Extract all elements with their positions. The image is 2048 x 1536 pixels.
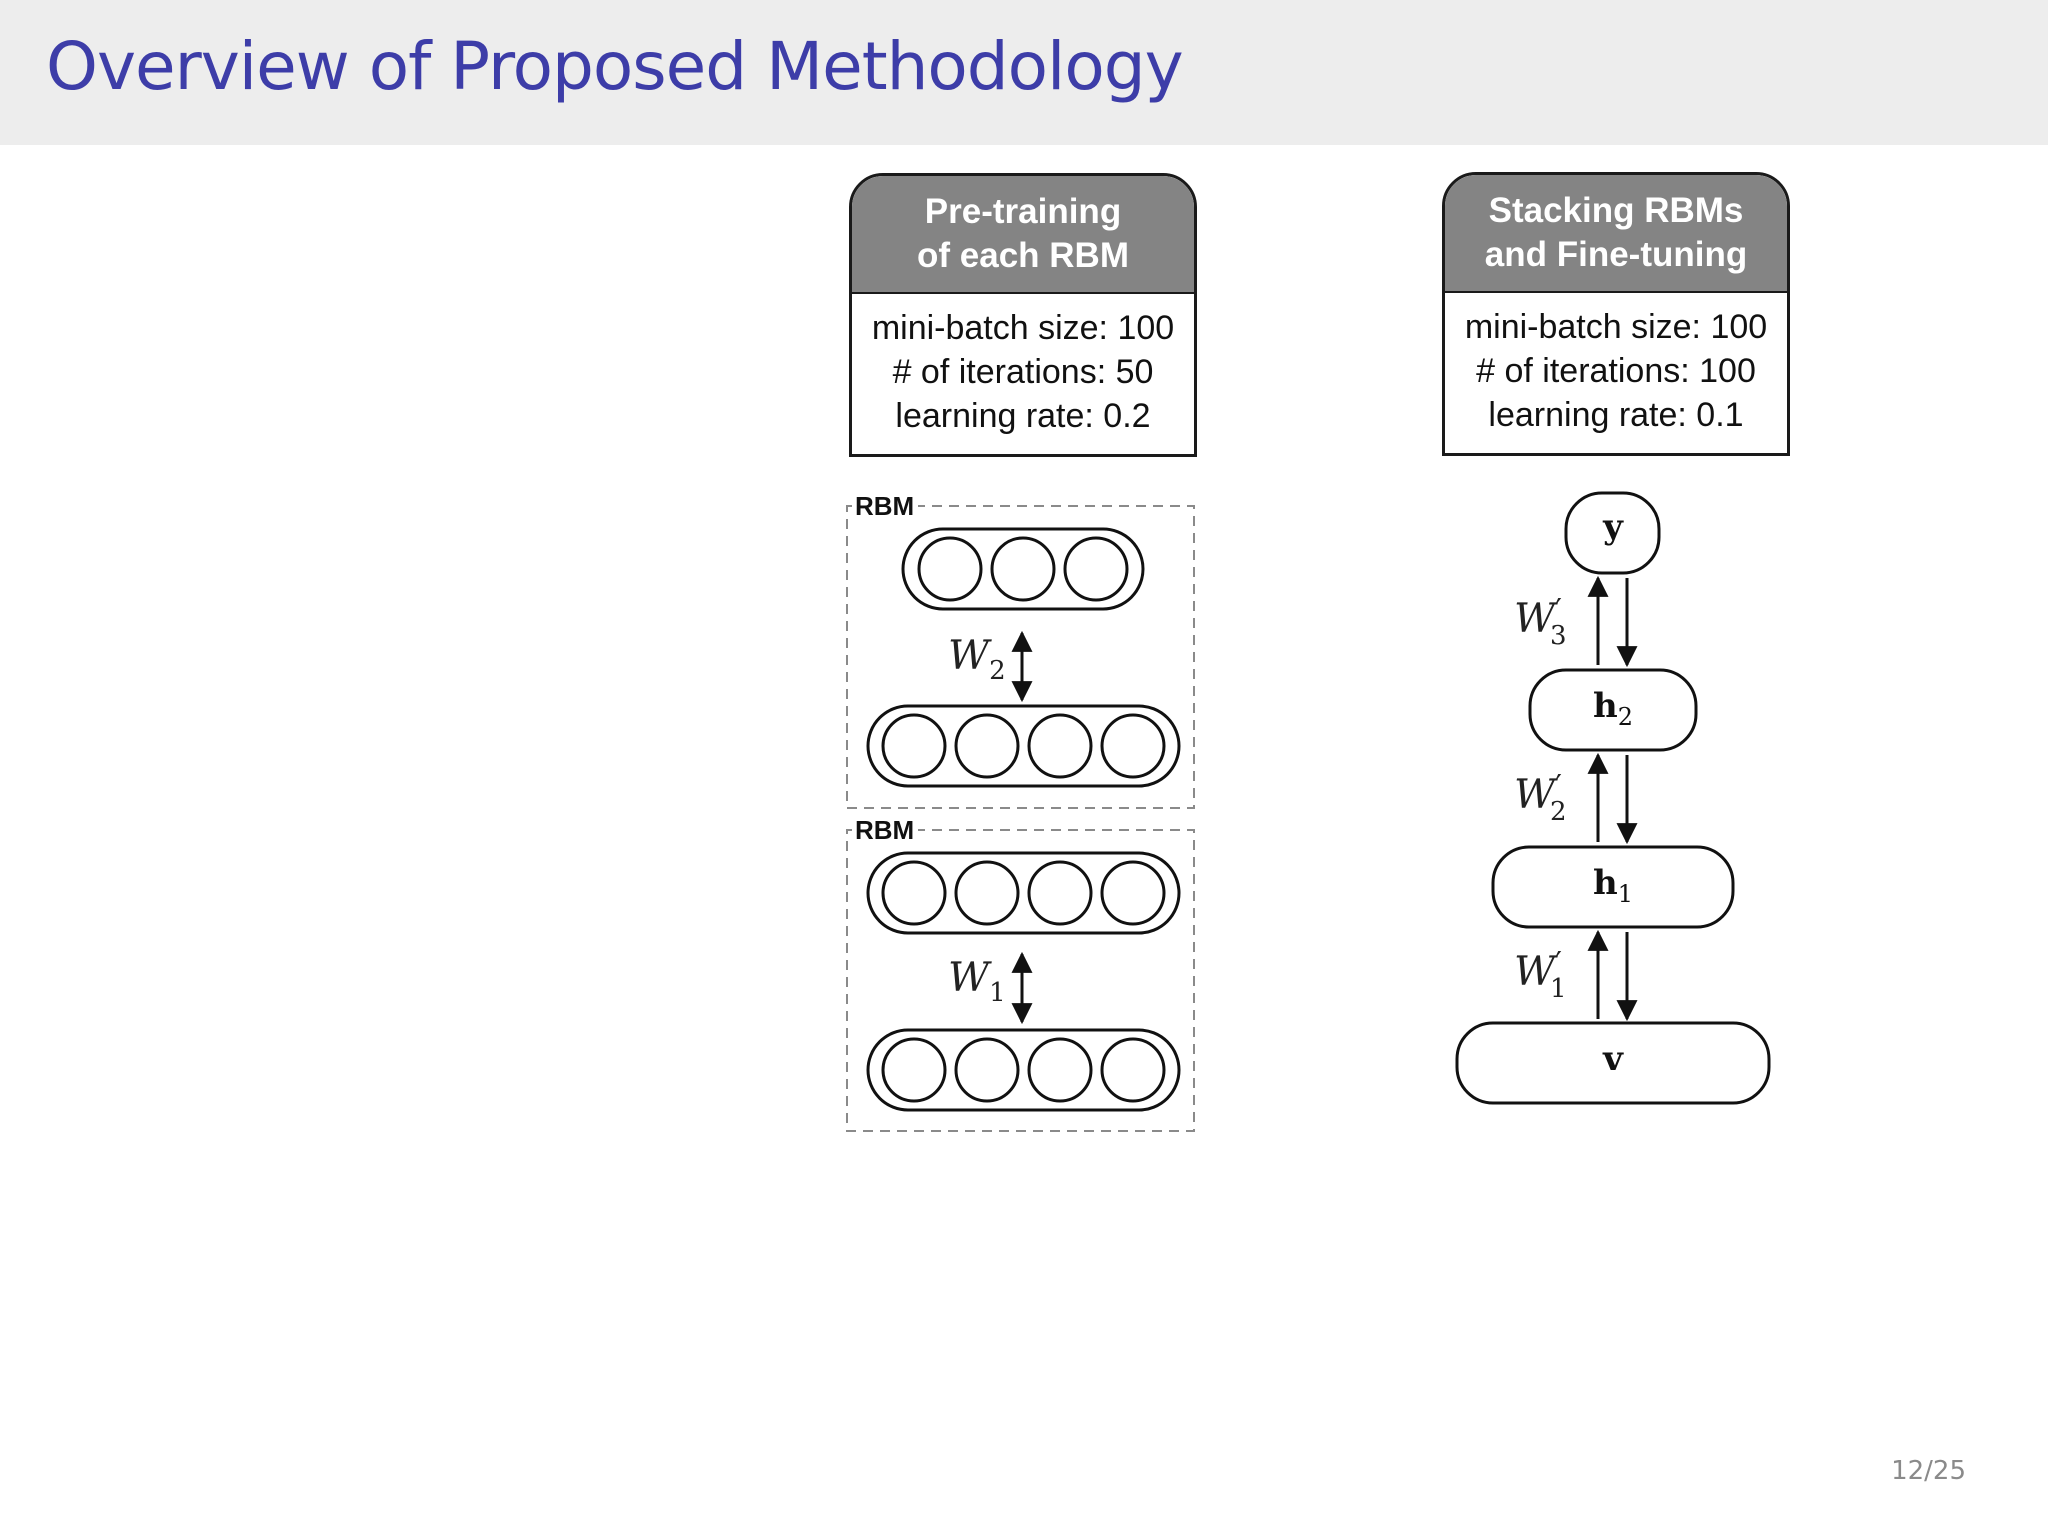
pretraining-title-line1: Pre-training bbox=[924, 192, 1122, 231]
lower-rbm-label-bg bbox=[852, 814, 918, 844]
page-number: 12/25 bbox=[1891, 1456, 1966, 1486]
neuron bbox=[1027, 713, 1093, 779]
hidden-node-h2-box bbox=[1528, 668, 1698, 752]
upper-rbm-label: RBM bbox=[855, 491, 914, 521]
rbm1-bottom-layer-pill bbox=[866, 1028, 1181, 1112]
w3-prime-weight-label: W′3 bbox=[1514, 593, 1566, 651]
finetuning-batch-size: mini-batch size: 100 bbox=[1464, 308, 1768, 346]
neuron bbox=[1027, 1037, 1093, 1103]
hidden-node-h2: h2 bbox=[1528, 668, 1698, 752]
visible-node-v: v bbox=[1455, 1021, 1771, 1105]
hidden-node-h1-box bbox=[1491, 845, 1735, 929]
neuron bbox=[881, 1037, 947, 1103]
w1-prime-weight-label: W′1 bbox=[1514, 946, 1566, 1004]
w1-weight-label: W1 bbox=[948, 955, 1006, 1008]
rbm1-top-layer bbox=[866, 851, 1181, 935]
neuron bbox=[881, 860, 947, 926]
finetuning-box-params: mini-batch size: 100 # of iterations: 10… bbox=[1445, 293, 1787, 453]
rbm2-top-layer bbox=[901, 527, 1145, 611]
visible-node-box bbox=[1455, 1021, 1771, 1105]
neuron bbox=[881, 713, 947, 779]
neuron bbox=[954, 860, 1020, 926]
neuron bbox=[1100, 1037, 1166, 1103]
neuron bbox=[1027, 860, 1093, 926]
pretraining-learning-rate: learning rate: 0.2 bbox=[895, 397, 1151, 435]
w2-prime-weight-label: W′2 bbox=[1514, 769, 1566, 827]
upper-rbm-label-bg bbox=[852, 490, 918, 520]
hidden-node-h2-label: h2 bbox=[1593, 686, 1633, 731]
slide-title: Overview of Proposed Methodology bbox=[46, 28, 1184, 105]
neuron bbox=[1100, 860, 1166, 926]
dbn-stack: y W′3 h2 W′2 h1 W′1 bbox=[1455, 491, 1771, 1105]
neuron bbox=[954, 713, 1020, 779]
neuron bbox=[917, 536, 983, 602]
finetuning-title-line1: Stacking RBMs bbox=[1488, 191, 1744, 230]
w2-weight-label: W2 bbox=[948, 633, 1006, 686]
visible-node-label: v bbox=[1602, 1039, 1624, 1079]
pretraining-title-line2: of each RBM bbox=[917, 236, 1129, 275]
pretraining-box-params: mini-batch size: 100 # of iterations: 50… bbox=[852, 294, 1194, 454]
rbm2-bottom-layer bbox=[866, 704, 1181, 788]
hidden-node-h1-label: h1 bbox=[1593, 863, 1633, 908]
output-node-box bbox=[1564, 491, 1661, 575]
pretraining-params-box: Pre-training of each RBM mini-batch size… bbox=[849, 173, 1197, 457]
upper-rbm: RBM W2 bbox=[846, 490, 1195, 809]
slide-header: Overview of Proposed Methodology bbox=[0, 0, 2048, 145]
finetuning-params-box: Stacking RBMs and Fine-tuning mini-batch… bbox=[1442, 172, 1790, 456]
finetuning-box-title: Stacking RBMs and Fine-tuning bbox=[1445, 175, 1787, 293]
lower-rbm-frame bbox=[846, 829, 1195, 1132]
finetuning-learning-rate: learning rate: 0.1 bbox=[1488, 396, 1744, 434]
lower-rbm-label: RBM bbox=[855, 815, 914, 845]
lower-rbm: RBM W1 bbox=[846, 814, 1195, 1132]
neuron bbox=[990, 536, 1056, 602]
neuron bbox=[1063, 536, 1129, 602]
pretraining-batch-size: mini-batch size: 100 bbox=[871, 309, 1175, 347]
rbm1-top-layer-pill bbox=[866, 851, 1181, 935]
pretraining-iterations: # of iterations: 50 bbox=[892, 353, 1154, 391]
neuron bbox=[1100, 713, 1166, 779]
upper-rbm-frame bbox=[846, 505, 1195, 809]
hidden-node-h1: h1 bbox=[1491, 845, 1735, 929]
output-node-y: y bbox=[1564, 491, 1661, 575]
output-node-label: y bbox=[1602, 507, 1624, 547]
finetuning-iterations: # of iterations: 100 bbox=[1476, 352, 1756, 390]
rbm2-bottom-layer-pill bbox=[866, 704, 1181, 788]
rbm1-bottom-layer bbox=[866, 1028, 1181, 1112]
finetuning-title-line2: and Fine-tuning bbox=[1484, 235, 1748, 274]
neuron bbox=[954, 1037, 1020, 1103]
pretraining-box-title: Pre-training of each RBM bbox=[852, 176, 1194, 294]
